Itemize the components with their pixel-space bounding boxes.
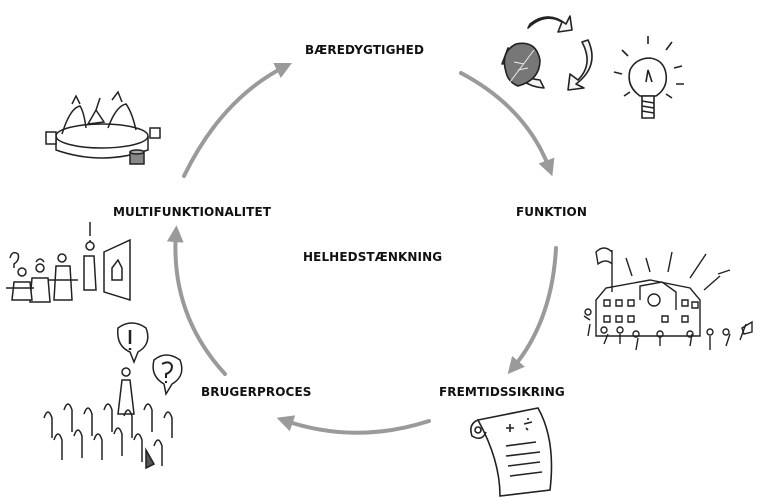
center-label: HELHEDSTÆNKNING bbox=[303, 250, 443, 264]
node-baeredygtighed: BÆREDYGTIGHED bbox=[305, 43, 425, 57]
recycle-leaf-sketch bbox=[501, 15, 593, 91]
node-funktion: FUNKTION bbox=[516, 205, 587, 219]
arrow-brugerproces-to-multifunktionalitet bbox=[166, 225, 227, 376]
arrow-funktion-to-fremtidssikring bbox=[507, 246, 558, 375]
arrow-fremtidssikring-to-brugerproces bbox=[276, 415, 431, 435]
arrow-baeredygtighed-to-funktion bbox=[459, 71, 555, 177]
node-multifunktionalitet: MULTIFUNKTIONALITET bbox=[113, 205, 272, 219]
audience-sketch bbox=[43, 322, 183, 470]
arrow-multifunktionalitet-to-baeredygtighed bbox=[182, 62, 293, 178]
model-sketch bbox=[45, 90, 161, 165]
light-bulb-sketch bbox=[613, 36, 684, 119]
building-sketch bbox=[583, 247, 753, 351]
scroll-sketch bbox=[470, 407, 553, 497]
cycle-arrows bbox=[166, 62, 558, 435]
node-fremtidssikring: FREMTIDSSIKRING bbox=[439, 385, 565, 399]
node-brugerproces: BRUGERPROCES bbox=[201, 385, 312, 399]
meeting-sketch bbox=[6, 222, 131, 303]
